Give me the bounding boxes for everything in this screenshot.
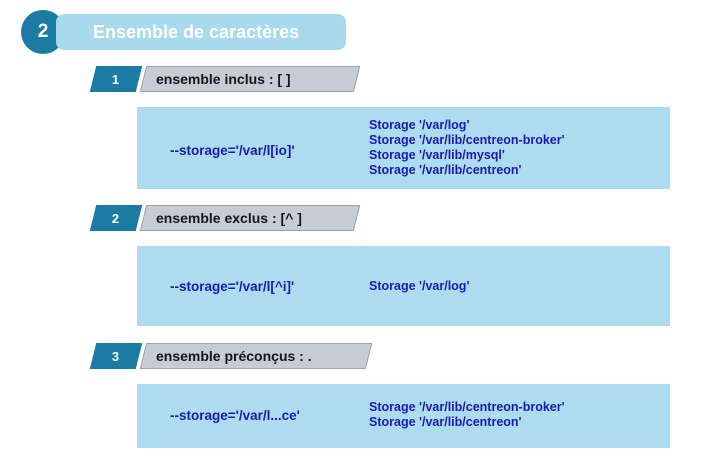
- result-line: Storage '/var/log': [369, 118, 470, 132]
- result-line: Storage '/var/lib/centreon': [369, 163, 522, 177]
- section-label-1: ensemble inclus : [ ]: [156, 71, 291, 87]
- example-block-2: --storage='/var/l[^i]' Storage '/var/log…: [137, 246, 670, 326]
- example-block-1: --storage='/var/l[io]' Storage '/var/log…: [137, 107, 670, 189]
- command-text-3: --storage='/var/l...ce': [170, 408, 300, 423]
- section-label-box-3: ensemble préconçus : .: [139, 343, 373, 369]
- result-line: Storage '/var/log': [369, 279, 470, 293]
- result-line: Storage '/var/lib/mysql': [369, 148, 505, 162]
- section-label-box-2: ensemble exclus : [^ ]: [139, 205, 361, 231]
- results-list-3: Storage '/var/lib/centreon-broker' Stora…: [369, 400, 565, 430]
- slide-title-bar: [56, 14, 346, 50]
- result-line: Storage '/var/lib/centreon-broker': [369, 400, 565, 414]
- section-number-3-label: 3: [112, 348, 120, 364]
- section-number-3: 3: [89, 343, 143, 369]
- section-number-1-label: 1: [112, 71, 120, 87]
- section-number-1: 1: [89, 66, 143, 92]
- section-number-2-label: 2: [112, 210, 120, 226]
- result-line: Storage '/var/lib/centreon': [369, 415, 522, 429]
- slide-title-row: 2 Ensemble de caractères: [0, 0, 701, 58]
- section-label-3: ensemble préconçus : .: [156, 348, 312, 364]
- command-text-2: --storage='/var/l[^i]': [170, 279, 295, 294]
- page-title: Ensemble de caractères: [93, 22, 300, 42]
- result-line: Storage '/var/lib/centreon-broker': [369, 133, 565, 147]
- command-text-1: --storage='/var/l[io]': [170, 143, 295, 158]
- example-block-3: --storage='/var/l...ce' Storage '/var/li…: [137, 384, 670, 448]
- section-label-2: ensemble exclus : [^ ]: [156, 210, 302, 226]
- section-label-box-1: ensemble inclus : [ ]: [139, 66, 361, 92]
- results-list-1: Storage '/var/log' Storage '/var/lib/cen…: [369, 118, 565, 178]
- results-list-2: Storage '/var/log': [369, 279, 469, 294]
- section-number-2: 2: [89, 205, 143, 231]
